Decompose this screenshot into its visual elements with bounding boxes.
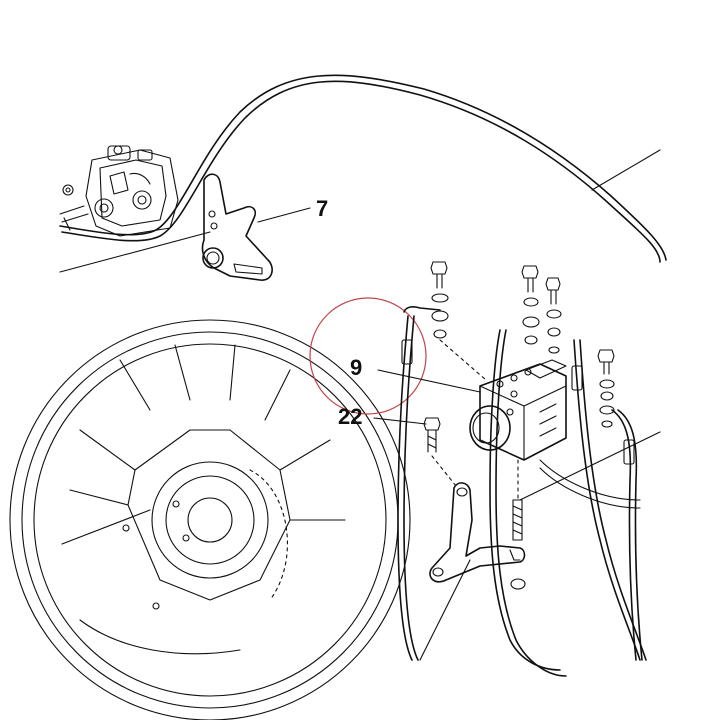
bolt-part-22: [423, 417, 457, 487]
callout-label-22: 22: [338, 404, 362, 429]
caliper-bracket: [59, 173, 273, 281]
leader-line-9: [377, 369, 481, 393]
bolt-stack-left: [430, 261, 487, 381]
brake-lines-right: [397, 306, 661, 677]
brake-hose-top: [59, 74, 667, 263]
rear-wheel: [9, 319, 411, 720]
highlight-circle: [309, 297, 427, 415]
leader-line-22: [373, 417, 427, 425]
brake-caliper: [59, 145, 179, 237]
leader-line-7: [257, 207, 311, 223]
abs-modulator-unit: [469, 359, 567, 461]
callout-label-7: 7: [316, 196, 328, 221]
abs-mounting-bracket: [429, 459, 526, 590]
bolt-stack-middle: [521, 265, 562, 354]
bolt-stack-right: [597, 349, 615, 428]
callout-label-9: 9: [350, 355, 362, 380]
